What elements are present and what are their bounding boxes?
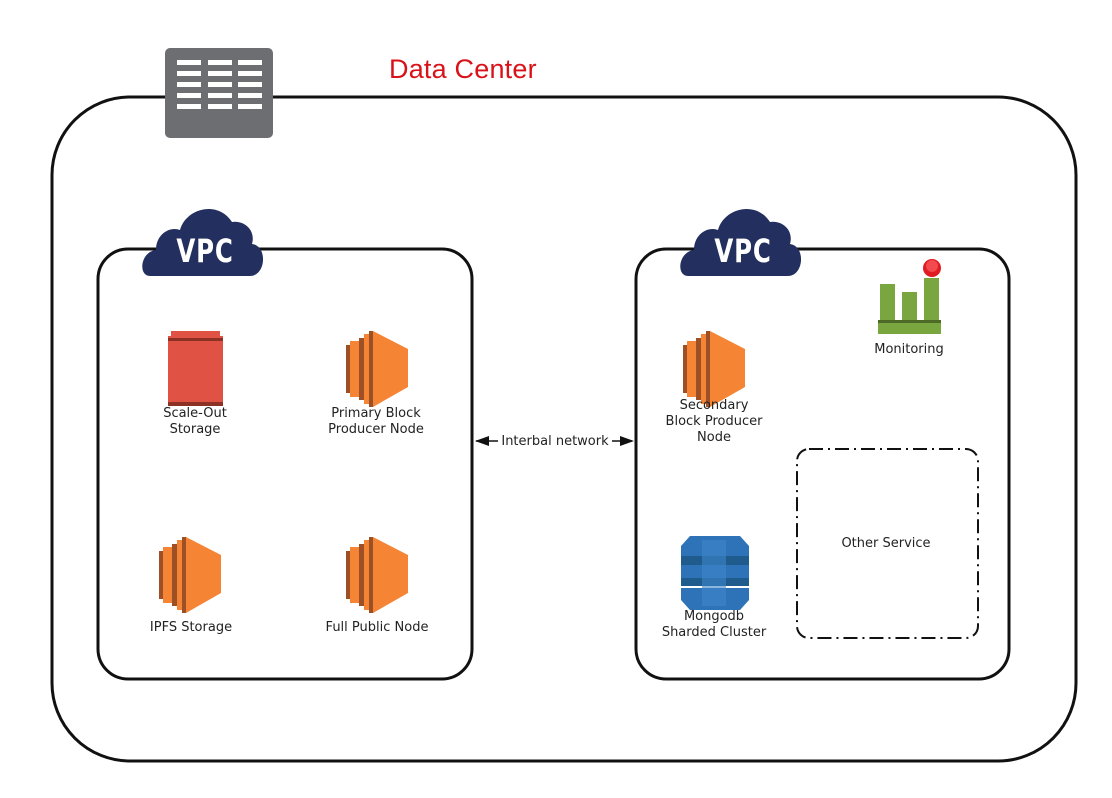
cloud-icon bbox=[680, 208, 802, 276]
data-center-boundary bbox=[50, 95, 1078, 763]
server-rack-icon bbox=[165, 48, 273, 138]
monitoring-chart-icon bbox=[878, 259, 941, 334]
ec2-instance-icon bbox=[683, 331, 745, 407]
full-public-node-label: Full Public Node bbox=[325, 620, 429, 635]
page-title: Data Center bbox=[389, 54, 537, 84]
monitoring-label: Monitoring bbox=[874, 342, 944, 357]
vpc-left-badge: VPC bbox=[176, 232, 234, 270]
secondary-block-producer-label: Secondary Block Producer Node bbox=[665, 398, 763, 445]
storage-bucket-icon bbox=[168, 331, 223, 406]
database-icon bbox=[681, 536, 749, 610]
primary-block-producer-label: Primary Block Producer Node bbox=[328, 406, 424, 437]
other-service-boundary bbox=[796, 448, 979, 639]
mongodb-label: Mongodb Sharded Cluster bbox=[661, 609, 767, 640]
ec2-instance-icon bbox=[346, 537, 408, 613]
vpc-left-boundary bbox=[96, 247, 474, 681]
arrow-left-icon bbox=[475, 436, 489, 446]
network-label: Interbal network bbox=[498, 434, 612, 450]
cloud-icon bbox=[142, 208, 264, 276]
vpc-right-badge: VPC bbox=[714, 232, 772, 270]
arrow-right-icon bbox=[620, 436, 634, 446]
ipfs-storage-label: IPFS Storage bbox=[149, 620, 233, 635]
other-service-label: Other Service bbox=[841, 536, 931, 551]
network-connector bbox=[475, 436, 634, 446]
ec2-instance-icon bbox=[159, 537, 221, 613]
ec2-instance-icon bbox=[346, 331, 408, 407]
scale-out-storage-label: Scale-Out Storage bbox=[163, 406, 227, 437]
vpc-right-boundary bbox=[634, 247, 1011, 681]
